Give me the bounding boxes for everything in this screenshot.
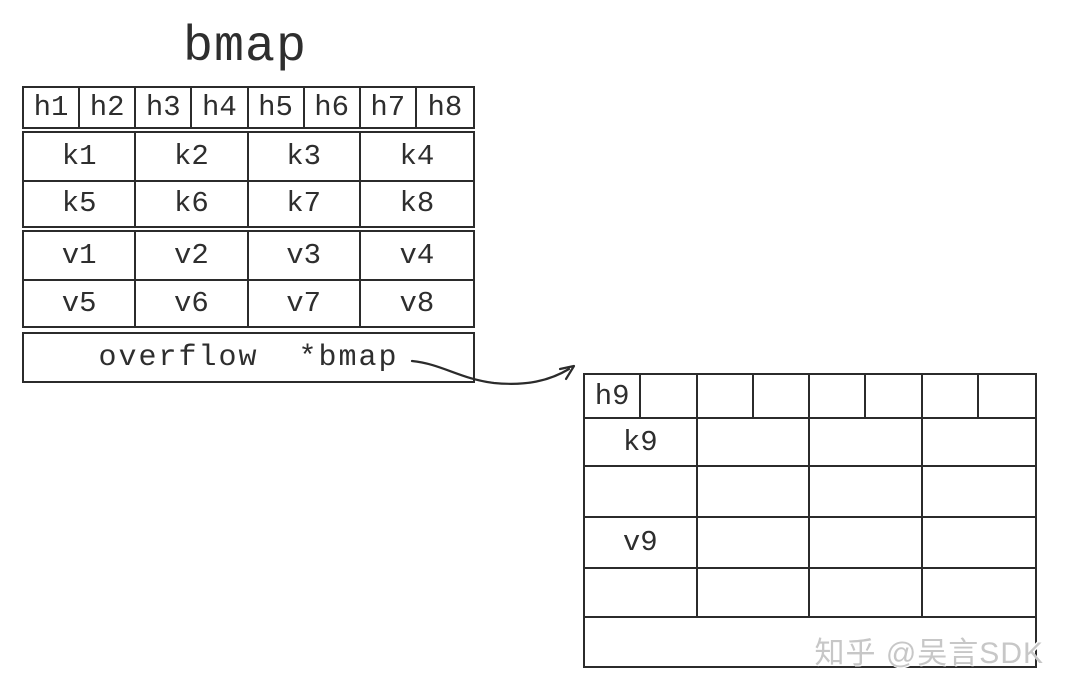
tophash-row-overflow: h9 xyxy=(585,375,1035,417)
key-cell xyxy=(698,467,810,516)
value-cell: v2 xyxy=(136,232,249,279)
value-cell xyxy=(923,518,1036,567)
tophash-cell xyxy=(698,375,754,417)
diagram-title: bmap xyxy=(182,19,308,76)
key-cell: k2 xyxy=(136,133,249,180)
tophash-cell: h7 xyxy=(361,88,417,127)
tophash-cell: h5 xyxy=(249,88,305,127)
value-cell: v4 xyxy=(399,239,435,272)
tophash-cell xyxy=(810,375,867,417)
tophash-cell: h4 xyxy=(192,88,249,127)
tophash-row: h1 h2 h3 h4 h5 h6 h7 h8 xyxy=(22,86,475,129)
overflow-pointer-cell: overflow *bmap xyxy=(22,332,475,383)
empty-row xyxy=(585,465,1035,516)
watermark: 知乎 @吴言SDK xyxy=(814,637,1044,670)
values-row-overflow: v9 xyxy=(585,516,1035,567)
key-cell: k7 xyxy=(248,179,361,226)
keys-row-overflow: k9 xyxy=(585,417,1035,465)
value-cell xyxy=(810,518,923,567)
key-cell xyxy=(923,467,1036,516)
tophash-cell xyxy=(641,375,698,417)
key-cell: k3 xyxy=(249,133,361,180)
value-cell xyxy=(698,518,810,567)
value-cell: v6 xyxy=(136,279,249,326)
value-cell: v1 xyxy=(24,232,137,279)
bmap-bucket-overflow: h9 k9 v9 xyxy=(583,373,1037,668)
value-cell: v3 xyxy=(249,232,361,279)
overflow-pointer-label: overflow *bmap xyxy=(98,340,399,375)
value-cell xyxy=(923,569,1036,616)
key-cell xyxy=(923,419,1036,465)
tophash-cell: h2 xyxy=(80,88,137,127)
tophash-cell xyxy=(923,375,979,417)
overflow-pointer-cell-2 xyxy=(585,616,1035,666)
key-cell: k5 xyxy=(24,179,137,226)
tophash-cell xyxy=(979,375,1035,417)
value-cell xyxy=(585,569,698,616)
tophash-cell: h9 xyxy=(585,375,642,417)
keys-block: k1 k2 k3 k4 k5 k6 k7 k8 xyxy=(22,131,475,228)
tophash-cell: h1 xyxy=(24,88,81,127)
tophash-cell xyxy=(754,375,810,417)
value-cell xyxy=(698,569,810,616)
key-cell: k9 xyxy=(585,419,698,465)
key-cell: k4 xyxy=(399,139,435,173)
value-cell: v8 xyxy=(360,279,473,326)
value-cell: v5 xyxy=(24,279,137,326)
key-cell xyxy=(698,419,810,465)
key-cell: k1 xyxy=(24,133,137,180)
empty-row xyxy=(585,567,1035,616)
key-cell xyxy=(585,467,698,516)
key-cell xyxy=(810,467,923,516)
arrow-head xyxy=(558,364,576,381)
bmap-bucket-main: h1 h2 h3 h4 h5 h6 h7 h8 k1 k2 k3 k4 k5 k… xyxy=(22,86,475,383)
tophash-cell xyxy=(866,375,923,417)
tophash-cell: h3 xyxy=(136,88,193,127)
key-cell: k6 xyxy=(136,179,249,226)
key-cell: k8 xyxy=(360,179,473,227)
value-cell: v7 xyxy=(248,279,361,326)
value-cell xyxy=(810,569,923,616)
values-block: v1 v2 v3 v4 v5 v6 v7 v8 xyxy=(22,230,475,328)
tophash-cell: h8 xyxy=(427,91,463,124)
tophash-cell: h6 xyxy=(305,88,361,127)
value-cell: v9 xyxy=(585,518,698,567)
key-cell xyxy=(810,419,923,465)
